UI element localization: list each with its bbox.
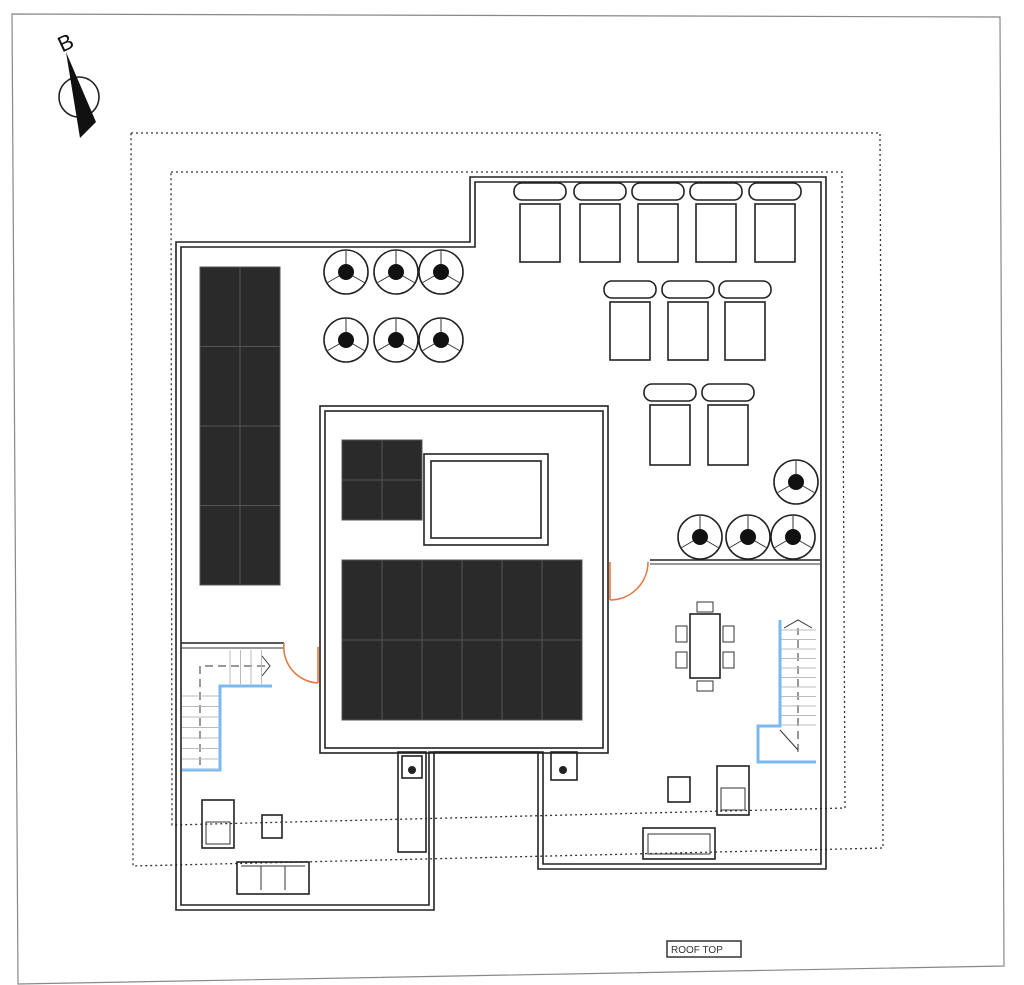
umbrella-table-icon <box>677 514 723 560</box>
service-unit-left <box>397 751 427 853</box>
solar-panel <box>421 559 463 641</box>
solar-panels <box>199 266 583 721</box>
sun-lounger <box>689 182 743 263</box>
armchair-left <box>201 799 235 849</box>
solar-panel <box>381 559 423 641</box>
solar-panel <box>341 639 383 721</box>
solar-panel <box>541 639 583 721</box>
umbrella-tables <box>323 249 819 560</box>
umbrella-table-icon <box>373 317 419 363</box>
sun-lounger <box>631 182 685 263</box>
umbrella-table-icon <box>418 249 464 295</box>
solar-panel <box>421 639 463 721</box>
solar-panel <box>501 559 543 641</box>
north-arrow-letter: B <box>54 28 78 57</box>
solar-panel <box>461 559 503 641</box>
umbrella-table-icon <box>418 317 464 363</box>
dining-table-set <box>675 601 735 692</box>
solar-panel <box>381 639 423 721</box>
side-table-right <box>667 776 691 803</box>
sofa-right <box>642 827 716 860</box>
sun-lounger <box>661 280 715 361</box>
staircase-left <box>182 650 272 772</box>
solar-panel <box>239 266 281 347</box>
umbrella-table-icon <box>323 317 369 363</box>
sheet-border <box>11 13 1005 985</box>
service-unit-right <box>550 751 578 781</box>
solar-panel <box>341 439 383 481</box>
door-left <box>282 642 319 684</box>
umbrella-table-icon <box>770 514 816 560</box>
solar-panel <box>461 639 503 721</box>
sheet-title-text: ROOF TOP <box>671 945 723 956</box>
pool <box>423 453 549 546</box>
door-right <box>609 561 649 601</box>
building-walls <box>175 176 827 911</box>
solar-panel <box>199 425 241 506</box>
solar-array-central <box>341 559 583 721</box>
solar-panel <box>341 559 383 641</box>
solar-panel <box>341 479 383 521</box>
solar-panel <box>199 505 241 586</box>
umbrella-table-icon <box>773 459 819 505</box>
central-block <box>319 405 609 754</box>
sun-lounger <box>701 383 755 466</box>
solar-panel <box>501 639 543 721</box>
sofa-left <box>236 861 310 895</box>
solar-panel <box>239 505 281 586</box>
sun-lounger <box>573 182 627 263</box>
umbrella-table-icon <box>725 514 771 560</box>
sun-lounger <box>643 383 697 466</box>
solar-panel <box>541 559 583 641</box>
solar-panel <box>199 346 241 427</box>
armchair-right <box>716 765 750 816</box>
solar-panel <box>239 425 281 506</box>
solar-panel <box>239 346 281 427</box>
sun-lounger <box>748 182 802 263</box>
sun-lounger <box>603 280 657 361</box>
solar-panel <box>381 479 423 521</box>
solar-array-small <box>341 439 423 521</box>
sun-lounger <box>513 182 567 263</box>
solar-panel <box>381 439 423 481</box>
sheet-title-label: ROOF TOP <box>666 940 742 958</box>
staircase-right <box>756 619 816 764</box>
sun-lounger <box>718 280 772 361</box>
north-arrow-icon: B <box>54 28 100 138</box>
side-table-left <box>261 814 283 839</box>
solar-array-west <box>199 266 281 586</box>
sun-loungers <box>513 182 802 466</box>
umbrella-table-icon <box>373 249 419 295</box>
solar-panel <box>199 266 241 347</box>
umbrella-table-icon <box>323 249 369 295</box>
